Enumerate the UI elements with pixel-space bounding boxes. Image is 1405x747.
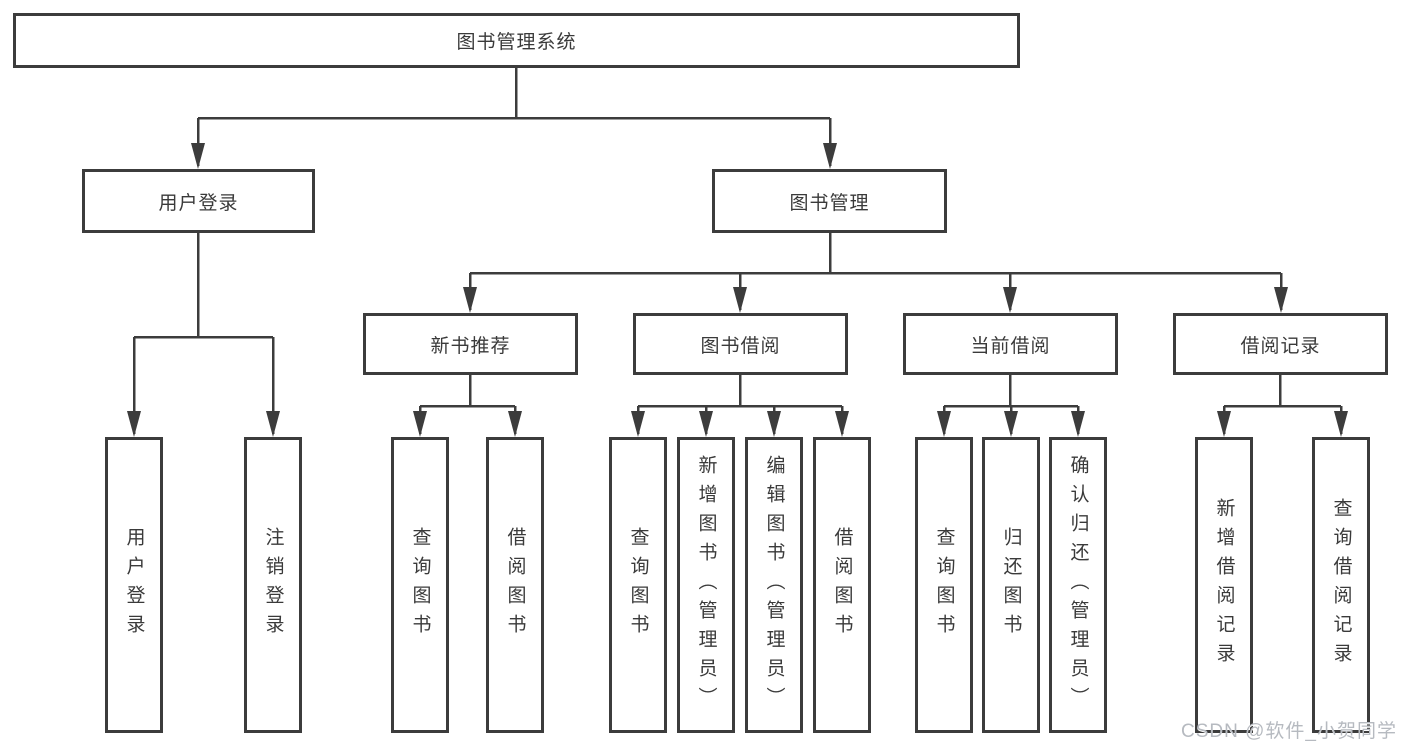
node-label: 借阅图书 <box>831 527 853 643</box>
leaf-query-books-recommend: 查询图书 <box>391 437 449 733</box>
node-user-login: 用户登录 <box>82 169 315 233</box>
node-root-library-system: 图书管理系统 <box>13 13 1020 68</box>
node-new-book-recommend: 新书推荐 <box>363 313 578 375</box>
leaf-query-books-current: 查询图书 <box>915 437 973 733</box>
node-label: 借阅记录 <box>1240 335 1321 357</box>
node-book-management: 图书管理 <box>712 169 947 233</box>
node-label: 查询图书 <box>933 527 955 643</box>
node-label: 图书管理系统 <box>456 32 577 53</box>
arrowhead-icons <box>127 143 1348 437</box>
node-label: 图书管理 <box>789 192 870 214</box>
node-current-borrowing: 当前借阅 <box>903 313 1118 375</box>
leaf-return-books: 归还图书 <box>982 437 1040 733</box>
node-label: 新书推荐 <box>430 335 511 357</box>
node-label: 归还图书 <box>1000 527 1022 643</box>
node-label: 编辑图书（管理员） <box>763 454 785 716</box>
node-label: 借阅图书 <box>504 527 526 643</box>
leaf-query-books-borrowing: 查询图书 <box>609 437 667 733</box>
node-label: 新增图书（管理员） <box>695 454 717 716</box>
node-label: 用户登录 <box>158 192 239 214</box>
node-label: 查询借阅记录 <box>1330 498 1352 672</box>
leaf-confirm-return-admin: 确认归还（管理员） <box>1049 437 1107 733</box>
leaf-logout: 注销登录 <box>244 437 302 733</box>
leaf-edit-books-admin: 编辑图书（管理员） <box>745 437 803 733</box>
node-label: 图书借阅 <box>700 335 781 357</box>
node-label: 查询图书 <box>409 527 431 643</box>
node-label: 注销登录 <box>262 527 284 643</box>
node-borrow-records: 借阅记录 <box>1173 313 1388 375</box>
leaf-add-borrow-record: 新增借阅记录 <box>1195 437 1253 733</box>
node-label: 确认归还（管理员） <box>1067 454 1089 716</box>
leaf-borrow-books-recommend: 借阅图书 <box>486 437 544 733</box>
node-label: 新增借阅记录 <box>1213 498 1235 672</box>
leaf-add-books-admin: 新增图书（管理员） <box>677 437 735 733</box>
node-label: 用户登录 <box>123 527 145 643</box>
leaf-query-borrow-record: 查询借阅记录 <box>1312 437 1370 733</box>
leaf-borrow-books-borrowing: 借阅图书 <box>813 437 871 733</box>
leaf-user-login: 用户登录 <box>105 437 163 733</box>
node-label: 当前借阅 <box>970 335 1051 357</box>
node-book-borrowing: 图书借阅 <box>633 313 848 375</box>
node-label: 查询图书 <box>627 527 649 643</box>
csdn-watermark: CSDN @软件_小贺同学 <box>1181 721 1397 742</box>
